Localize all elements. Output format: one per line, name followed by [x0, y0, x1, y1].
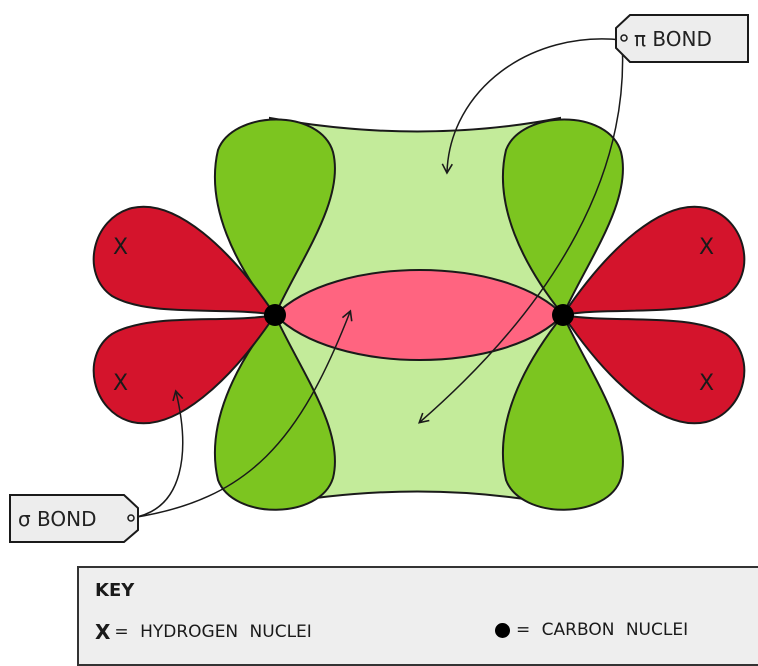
pi-bond-label: π BOND: [634, 27, 712, 51]
pi-bond-arrow-upper: [441, 38, 623, 175]
hydrogen-nucleus-mark: X: [113, 371, 128, 396]
carbon-nucleus-right: [552, 304, 574, 326]
hydrogen-nucleus-mark: X: [699, 371, 714, 396]
p-orbital-upper-right-lobe: [501, 118, 624, 317]
key-hydrogen-row: X = HYDROGEN NUCLEI: [95, 620, 312, 644]
c-h-bond-lobe-upper-left: [92, 205, 278, 317]
carbon-key-text: = CARBON NUCLEI: [516, 620, 689, 640]
c-h-bond-lobe-lower-left: [92, 313, 278, 425]
p-orbital-lower-right-lobe: [501, 313, 624, 511]
key-carbon-row: = CARBON NUCLEI: [495, 620, 688, 640]
hydrogen-symbol: X: [95, 620, 111, 644]
sigma-bond-arrow-to-hydrogen: [130, 389, 184, 519]
key-box: KEY X = HYDROGEN NUCLEI = CARBON NUCLEI: [77, 566, 758, 666]
pi-bond-tag: π BOND: [615, 14, 749, 63]
hydrogen-nucleus-mark: X: [699, 235, 714, 260]
hydrogen-key-text: = HYDROGEN NUCLEI: [114, 622, 312, 642]
sigma-bond-arrow-to-carbon: [130, 309, 353, 519]
sigma-bond-label: σ BOND: [18, 507, 97, 531]
c-h-bond-lobe-lower-right: [560, 313, 746, 425]
carbon-nucleus-left: [264, 304, 286, 326]
carbon-dot-icon: [495, 622, 510, 638]
hydrogen-nucleus-mark: X: [113, 235, 128, 260]
pi-bond-arrow-lower: [418, 39, 624, 424]
c-h-bond-lobe-upper-right: [560, 205, 746, 317]
p-orbital-upper-left-lobe: [213, 118, 336, 317]
key-title: KEY: [95, 580, 135, 601]
sigma-bond-tag: σ BOND: [9, 494, 139, 543]
p-orbital-lower-left-lobe: [213, 313, 336, 511]
